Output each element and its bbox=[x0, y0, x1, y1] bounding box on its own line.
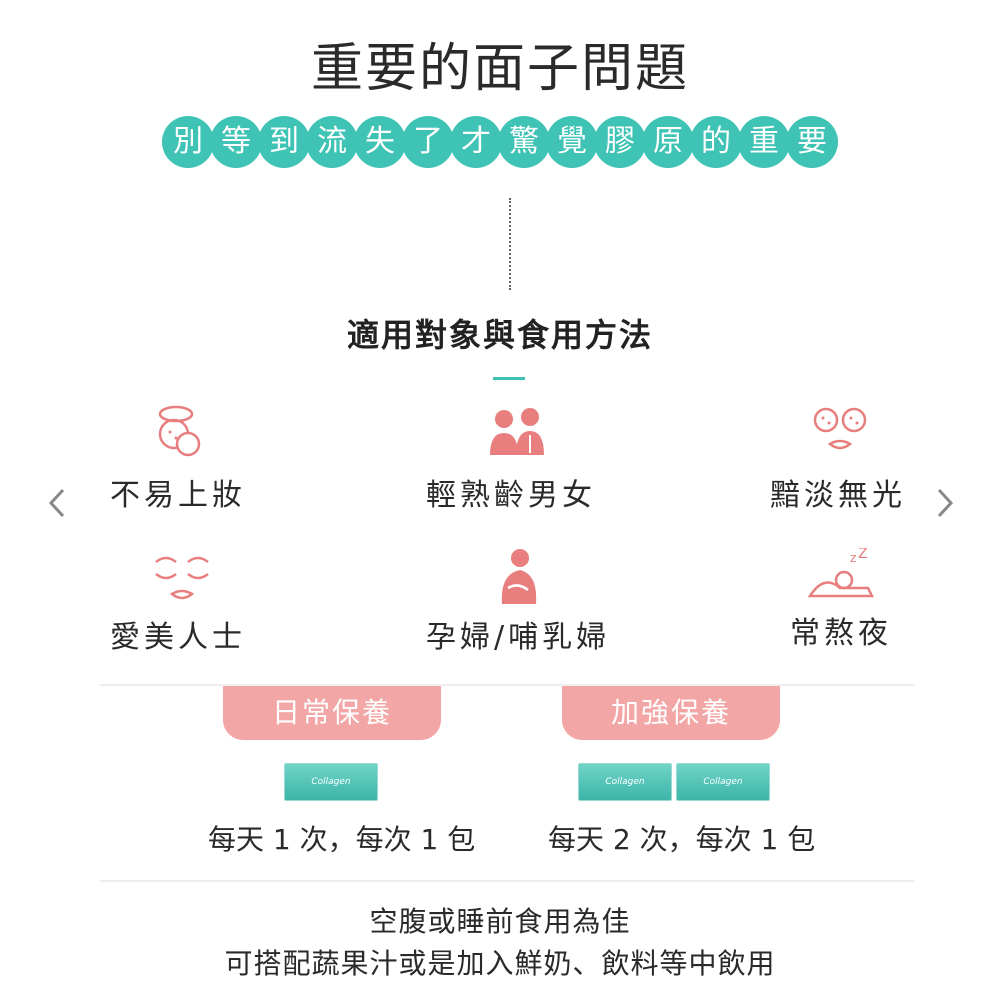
section-title: 適用對象與食用方法 bbox=[346, 316, 653, 354]
subtitle-char: 到 bbox=[258, 116, 310, 168]
dull-face-icon bbox=[808, 400, 868, 460]
target-label: 孕婦/哺乳婦 bbox=[426, 620, 611, 655]
subtitle-char: 失 bbox=[354, 116, 406, 168]
subtitle-char: 重 bbox=[738, 116, 790, 168]
subtitle-char: 了 bbox=[402, 116, 454, 168]
couple-icon bbox=[486, 405, 546, 465]
boost-dose-text: 每天 2 次，每次 1 包 bbox=[548, 823, 816, 856]
daily-care-badge: 日常保養 bbox=[223, 686, 441, 740]
page-title: 重要的面子問題 bbox=[310, 39, 689, 99]
subtitle-char: 驚 bbox=[498, 116, 550, 168]
target-label: 輕熟齡男女 bbox=[426, 478, 596, 513]
target-label: 愛美人士 bbox=[110, 620, 246, 655]
svg-text:Z: Z bbox=[858, 548, 868, 562]
subtitle-char: 膠 bbox=[594, 116, 646, 168]
subtitle-char: 覺 bbox=[546, 116, 598, 168]
collagen-packet: Collagen bbox=[676, 763, 770, 801]
compact-powder-icon bbox=[150, 400, 210, 460]
daily-dose-text: 每天 1 次，每次 1 包 bbox=[208, 823, 476, 856]
nursing-mother-icon bbox=[494, 548, 554, 608]
subtitle-char: 要 bbox=[786, 116, 838, 168]
beauty-face-icon bbox=[150, 548, 210, 608]
target-label: 常熬夜 bbox=[790, 616, 892, 651]
sleeping-person-icon: z Z bbox=[806, 546, 875, 608]
subtitle-char: 才 bbox=[450, 116, 502, 168]
subtitle-char: 的 bbox=[690, 116, 742, 168]
usage-note: 可搭配蔬果汁或是加入鮮奶、飲料等中飲用 bbox=[224, 947, 776, 980]
target-label: 不易上妝 bbox=[110, 478, 246, 513]
subtitle-char: 流 bbox=[306, 116, 358, 168]
svg-text:z: z bbox=[850, 551, 856, 565]
subtitle-char: 等 bbox=[210, 116, 262, 168]
divider bbox=[100, 684, 915, 686]
dotted-connector bbox=[509, 198, 511, 290]
subtitle-bubbles: 別 等 到 流 失 了 才 驚 覺 膠 原 的 重 要 bbox=[140, 116, 860, 174]
chevron-left-icon[interactable] bbox=[42, 484, 72, 530]
accent-underline bbox=[493, 377, 525, 380]
target-label: 黯淡無光 bbox=[770, 478, 906, 513]
subtitle-char: 別 bbox=[162, 116, 214, 168]
divider bbox=[100, 880, 915, 882]
collagen-packet: Collagen bbox=[284, 763, 378, 801]
boost-care-badge: 加強保養 bbox=[562, 686, 780, 740]
collagen-packet: Collagen bbox=[578, 763, 672, 801]
chevron-right-icon[interactable] bbox=[930, 484, 960, 530]
subtitle-char: 原 bbox=[642, 116, 694, 168]
usage-note: 空腹或睡前食用為佳 bbox=[369, 905, 631, 938]
